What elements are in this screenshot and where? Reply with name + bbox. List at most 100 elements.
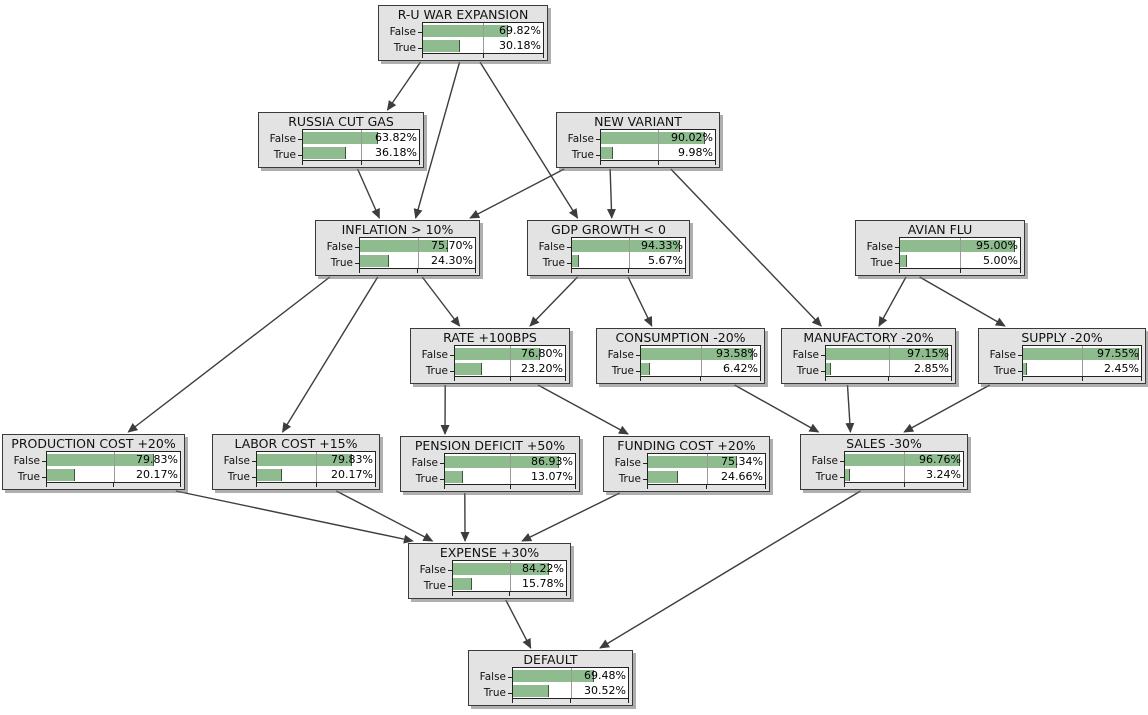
gridline-50pct — [417, 238, 419, 268]
gridline-50pct — [113, 452, 115, 482]
node-sales-minus-30pct: SALES -30% False True 96.76% 3.24% — [800, 434, 968, 490]
node-manufactory-minus-20pct: MANUFACTORY -20% False True 97.15% 2.85% — [781, 328, 956, 384]
true-label: True — [6, 471, 46, 484]
node-labor-cost-plus-15pct: LABOR COST +15% False True 79.83% 20.17% — [212, 434, 380, 490]
false-percent: 96.76% — [919, 453, 961, 466]
gridline-50pct — [888, 346, 890, 376]
true-percent: 24.30% — [431, 254, 473, 267]
x-axis-ticks — [444, 485, 576, 489]
probability-chart: 97.55% 2.45% — [1022, 345, 1142, 377]
gridline-50pct — [570, 668, 572, 698]
gridline-50pct — [700, 346, 702, 376]
true-bar — [360, 255, 389, 267]
true-label: True — [404, 473, 444, 486]
gridline-50pct — [706, 454, 708, 484]
false-label: False — [412, 564, 452, 577]
false-bar — [257, 454, 353, 466]
true-percent: 20.17% — [331, 468, 373, 481]
true-percent: 5.67% — [648, 254, 683, 267]
true-label: True — [319, 257, 359, 270]
node-title: NEW VARIANT — [594, 114, 682, 129]
false-bar — [641, 348, 754, 360]
false-bar — [601, 132, 705, 144]
true-percent: 2.45% — [1104, 362, 1139, 375]
false-bar — [423, 25, 508, 37]
edge-new_variant-to-manufactory — [670, 168, 822, 327]
true-percent: 30.52% — [584, 684, 626, 697]
true-bar — [453, 578, 472, 590]
true-label: True — [531, 257, 571, 270]
true-bar — [513, 685, 550, 697]
false-percent: 75.34% — [721, 455, 763, 468]
node-rate-plus-100bps: RATE +100BPS False True 76.80% 23.20% — [410, 328, 570, 384]
false-label: False — [785, 349, 825, 362]
false-label: False — [262, 133, 302, 146]
node-supply-minus-20pct: SUPPLY -20% False True 97.55% 2.45% — [978, 328, 1146, 384]
node-title: INFLATION > 10% — [341, 222, 454, 237]
false-percent: 94.33% — [641, 239, 683, 252]
true-label: True — [607, 473, 647, 486]
node-title: R-U WAR EXPANSION — [397, 7, 529, 22]
x-axis-ticks — [422, 54, 544, 58]
edge-ru_war-to-russia_gas — [386, 61, 422, 111]
edge-sales-to-default_node — [599, 490, 861, 649]
gridline-50pct — [316, 452, 317, 482]
node-title: MANUFACTORY -20% — [803, 330, 934, 345]
node-title: SUPPLY -20% — [1021, 330, 1103, 345]
gridline-50pct — [510, 454, 511, 484]
gridline-50pct — [483, 23, 484, 53]
false-bar — [360, 240, 449, 252]
node-title: DEFAULT — [523, 652, 578, 667]
edge-expense-to-default_node — [505, 599, 532, 649]
gridline-50pct — [509, 561, 511, 591]
edge-avian_flu-to-supply — [919, 276, 1006, 327]
node-title: RUSSIA CUT GAS — [288, 114, 394, 129]
true-label: True — [472, 687, 512, 700]
node-consumption-minus-20pct: CONSUMPTION -20% False True 93.58% 6.42% — [596, 328, 765, 384]
edge-funding-to-expense — [521, 492, 621, 542]
node-title: AVIAN FLU — [907, 222, 973, 237]
edge-supply-to-sales — [903, 384, 991, 433]
false-percent: 86.93% — [531, 455, 573, 468]
true-label: True — [414, 365, 454, 378]
false-bar — [572, 240, 680, 252]
false-label: False — [414, 349, 454, 362]
probability-chart: 94.33% 5.67% — [571, 237, 686, 269]
false-label: False — [382, 26, 422, 39]
true-percent: 24.66% — [721, 470, 763, 483]
false-percent: 69.82% — [499, 24, 541, 37]
probability-chart: 84.22% 15.78% — [452, 560, 567, 592]
edge-rate-to-funding — [537, 384, 629, 435]
node-production-cost-plus-20pct: PRODUCTION COST +20% False True 79.83% 2… — [2, 434, 185, 490]
false-percent: 75.70% — [431, 239, 473, 252]
false-label: False — [560, 133, 600, 146]
probability-chart: 79.83% 20.17% — [46, 451, 181, 483]
x-axis-ticks — [302, 161, 420, 165]
false-label: False — [472, 671, 512, 684]
false-percent: 63.82% — [375, 131, 417, 144]
true-label: True — [560, 149, 600, 162]
false-bar — [47, 454, 155, 466]
node-title: PRODUCTION COST +20% — [11, 436, 176, 451]
x-axis-ticks — [454, 377, 566, 381]
probability-chart: 69.48% 30.52% — [512, 667, 629, 699]
edge-inflation-to-labor — [281, 276, 379, 433]
x-axis-ticks — [452, 592, 567, 596]
true-percent: 15.78% — [522, 577, 564, 590]
node-title: RATE +100BPS — [443, 330, 537, 345]
edge-gdp-to-consumption — [627, 276, 653, 327]
node-gdp-growth-lt-0: GDP GROWTH < 0 False True 94.33% 5.67% — [527, 220, 690, 276]
node-title: GDP GROWTH < 0 — [551, 222, 666, 237]
true-bar — [572, 255, 580, 267]
node-russia-cut-gas: RUSSIA CUT GAS False True 63.82% 36.18% — [258, 112, 424, 168]
true-label: True — [859, 257, 899, 270]
true-percent: 9.98% — [678, 146, 713, 159]
x-axis-ticks — [256, 483, 376, 487]
true-bar — [845, 469, 850, 481]
false-label: False — [607, 457, 647, 470]
false-label: False — [859, 241, 899, 254]
edge-new_variant-to-gdp — [606, 168, 616, 219]
false-bar — [845, 454, 961, 466]
true-bar — [1023, 363, 1027, 375]
